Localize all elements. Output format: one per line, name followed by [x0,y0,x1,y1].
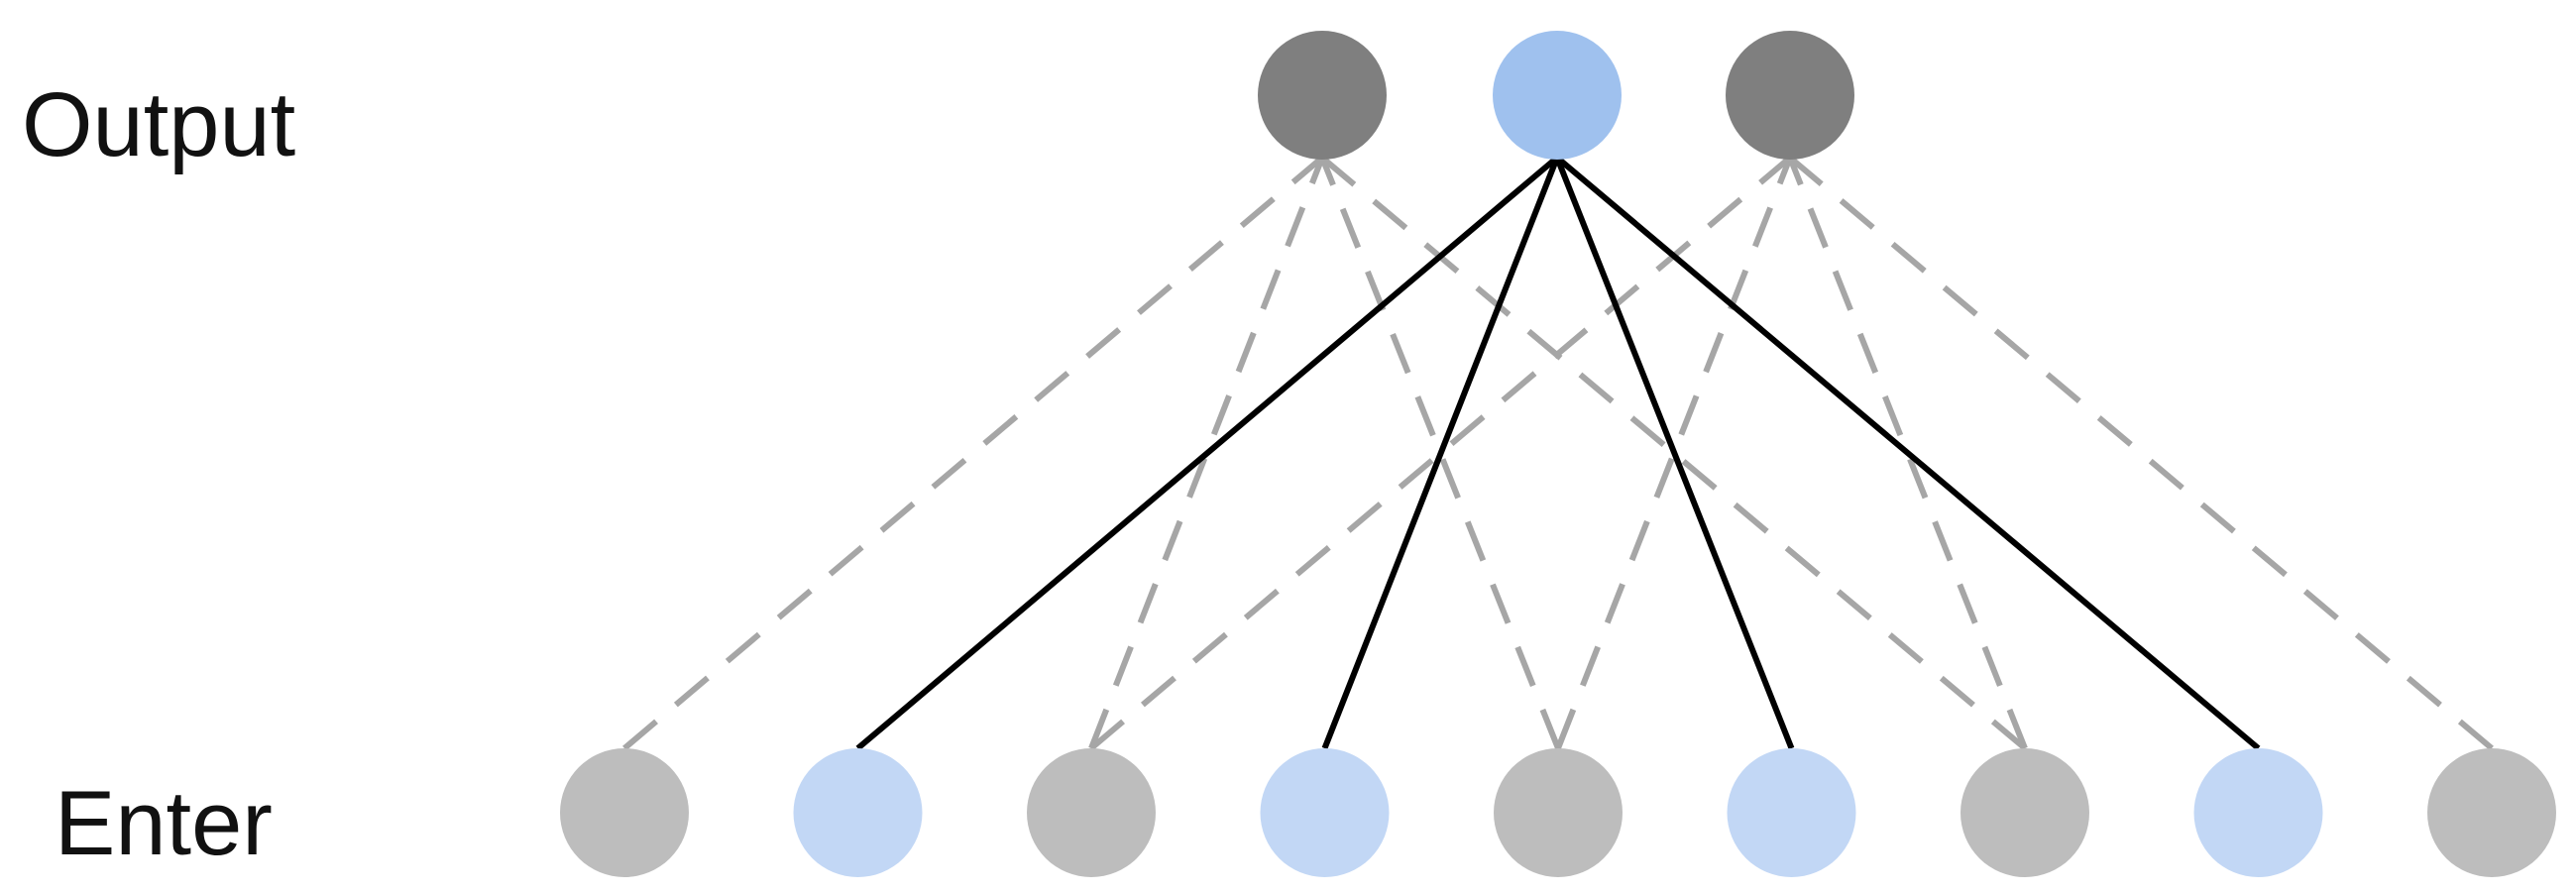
input-node-2 [793,748,923,877]
input-node-4 [1260,748,1390,877]
input-node-3 [1027,748,1156,877]
input-node-8 [2193,748,2323,877]
edge-solid-8-to-2 [1555,155,2261,751]
output-node-2 [1493,31,1622,160]
input-node-7 [1960,748,2089,877]
edge-dashed-9-to-3 [1788,155,2494,751]
nodes [560,31,2556,877]
output-node-1 [1258,31,1387,160]
input-node-1 [560,748,689,877]
edge-solid-4-to-2 [1321,156,1560,750]
output-node-3 [1726,31,1854,160]
solid-edges [855,155,2261,751]
edge-solid-6-to-2 [1554,156,1795,750]
input-node-9 [2427,748,2556,877]
edge-solid-2-to-2 [855,155,1559,751]
edge-dashed-5-to-1 [1319,156,1561,750]
edge-dashed-3-to-1 [1088,156,1325,750]
edge-dashed-7-to-3 [1787,156,2028,750]
output-layer-label: Output [22,74,296,175]
edge-dashed-1-to-1 [622,155,1324,751]
enter-layer-label: Enter [55,773,273,874]
input-node-5 [1494,748,1623,877]
edge-dashed-5-to-3 [1555,156,1793,750]
dashed-edges [622,155,2494,751]
input-node-6 [1727,748,1856,877]
